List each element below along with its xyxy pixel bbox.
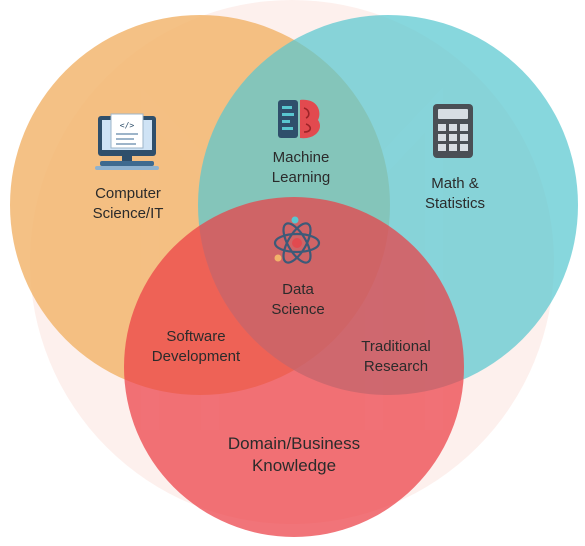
label-line: Domain/Business	[227, 434, 361, 453]
label-line: Computer	[95, 185, 161, 202]
label-line: Statistics	[424, 195, 485, 212]
label-traditional-research: Traditional Research	[336, 337, 456, 377]
calculator-icon	[433, 104, 473, 158]
circle-domain-knowledge	[124, 197, 464, 537]
label-line: Knowledge	[251, 456, 337, 475]
label-data-science: Data Science	[248, 280, 348, 320]
label-math-statistics: Math & Statistics	[405, 174, 505, 214]
label-software-development: Software Development	[136, 327, 256, 367]
label-line: Math &	[431, 175, 479, 192]
svg-text:</>: </>	[120, 121, 135, 130]
brain-circuit-icon	[278, 99, 320, 139]
label-computer-science: Computer Science/IT	[78, 184, 178, 224]
label-line: Science	[271, 301, 325, 318]
atom-icon	[273, 216, 321, 264]
label-line: Development	[151, 348, 241, 365]
label-line: Research	[363, 358, 429, 375]
label-line: Data	[282, 281, 314, 298]
label-line: Learning	[271, 169, 331, 186]
label-line: Traditional	[361, 338, 431, 355]
label-line: Software	[166, 328, 226, 345]
label-machine-learning: Machine Learning	[251, 148, 351, 188]
computer-monitor-icon: </>	[95, 113, 159, 170]
label-domain-knowledge: Domain/Business Knowledge	[209, 433, 379, 477]
label-line: Machine	[272, 149, 330, 166]
label-line: Science/IT	[92, 205, 164, 222]
